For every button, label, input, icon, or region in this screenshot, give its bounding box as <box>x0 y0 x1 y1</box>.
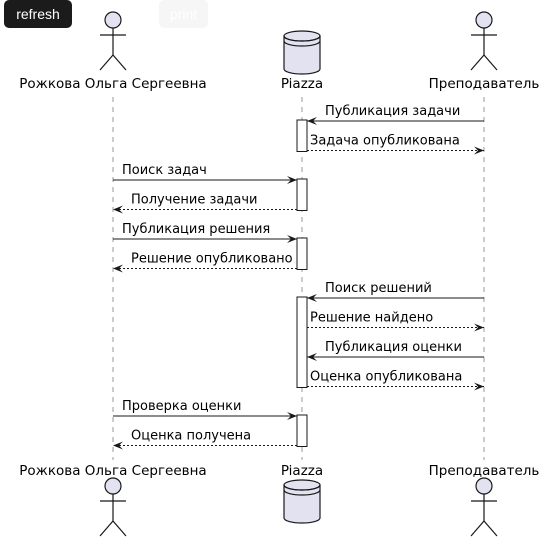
database-body <box>283 485 321 524</box>
message-0: Публикация задачи <box>307 104 484 125</box>
activation-bar <box>296 119 308 152</box>
database-body <box>283 36 321 75</box>
actor-leg <box>470 520 485 537</box>
message-3: Получение задачи <box>113 193 297 214</box>
activation-bar <box>296 414 308 447</box>
participant-label: Piazza <box>281 76 323 92</box>
arrowhead-icon <box>287 412 297 420</box>
message-label: Поиск задач <box>122 163 207 178</box>
message-4: Публикация решения <box>113 222 297 243</box>
actor-head <box>475 477 493 495</box>
database-rim <box>283 489 321 496</box>
message-label: Получение задачи <box>131 193 257 208</box>
database-rim <box>283 40 321 47</box>
arrowhead-icon <box>287 235 297 243</box>
database-icon <box>283 479 321 524</box>
message-label: Оценка получена <box>131 429 251 444</box>
arrowhead-icon <box>113 264 123 273</box>
actor-leg <box>99 54 114 71</box>
arrowhead-icon <box>113 205 123 214</box>
arrowhead-icon <box>113 441 123 450</box>
message-label: Решение опубликовано <box>131 252 293 267</box>
message-10: Проверка оценки <box>113 399 297 420</box>
arrowhead-icon <box>474 382 484 391</box>
actor-leg <box>112 54 127 71</box>
message-label: Оценка опубликована <box>310 370 462 385</box>
message-2: Поиск задач <box>113 163 297 184</box>
message-6: Поиск решений <box>307 281 484 302</box>
participant-label: Рожкова Ольга Сергеевна <box>19 76 206 92</box>
message-label: Публикация задачи <box>325 104 460 119</box>
participant-label: Piazza <box>281 463 323 479</box>
lifelines <box>112 97 485 460</box>
message-5: Решение опубликовано <box>113 252 297 273</box>
message-label: Задача опубликована <box>310 134 460 149</box>
activation-bar <box>296 178 308 211</box>
actor-icon <box>470 477 498 537</box>
message-label: Поиск решений <box>325 281 432 296</box>
message-label: Решение найдено <box>310 311 433 326</box>
actor-head <box>104 477 122 495</box>
participant-label: Преподаватель <box>429 76 540 92</box>
database-icon <box>283 30 321 75</box>
actor-head <box>475 11 493 29</box>
message-9: Оценка опубликована <box>307 370 484 391</box>
database-rim <box>283 484 321 491</box>
arrowhead-icon <box>474 146 484 155</box>
actor-icon <box>99 477 127 537</box>
arrowhead-icon <box>307 294 317 302</box>
arrowhead-icon <box>307 353 317 361</box>
print-button[interactable]: print <box>159 0 208 28</box>
activation-bar <box>296 296 308 388</box>
message-1: Задача опубликована <box>307 134 484 155</box>
actor-leg <box>470 54 485 71</box>
refresh-button[interactable]: refresh <box>4 0 72 28</box>
message-8: Публикация оценки <box>307 340 484 361</box>
arrowhead-icon <box>474 323 484 332</box>
actor-icon <box>470 11 498 71</box>
actor-leg <box>483 54 498 71</box>
actor-icon <box>99 11 127 71</box>
actor-leg <box>112 520 127 537</box>
message-label: Публикация оценки <box>325 340 462 355</box>
arrowhead-icon <box>287 176 297 184</box>
activation-bar <box>296 237 308 270</box>
participant-label: Преподаватель <box>429 463 540 479</box>
arrowhead-icon <box>307 117 317 125</box>
message-11: Оценка получена <box>113 429 297 450</box>
activations <box>296 119 308 447</box>
database-rim <box>283 35 321 42</box>
participant-label: Рожкова Ольга Сергеевна <box>19 463 206 479</box>
actor-leg <box>483 520 498 537</box>
actor-head <box>104 11 122 29</box>
message-7: Решение найдено <box>307 311 484 332</box>
actor-leg <box>99 520 114 537</box>
message-label: Проверка оценки <box>122 399 241 414</box>
message-label: Публикация решения <box>122 222 270 237</box>
